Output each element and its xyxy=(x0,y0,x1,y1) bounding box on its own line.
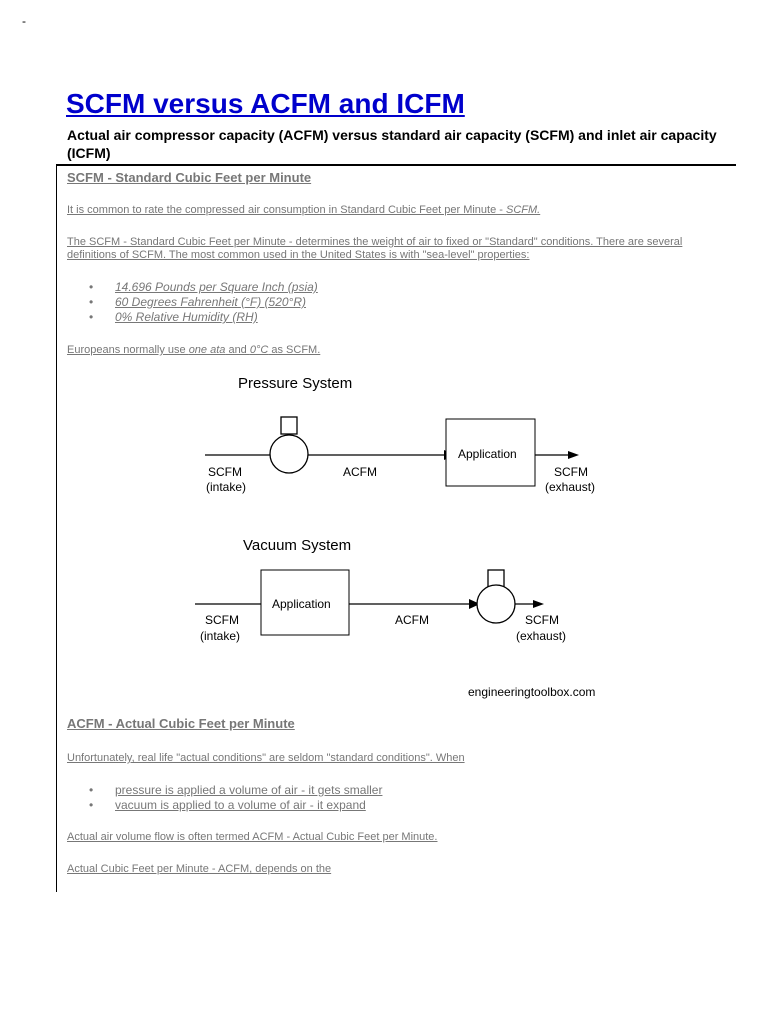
europe-scfm-paragraph[interactable]: Europeans normally use one ata and 0°C a… xyxy=(67,344,727,357)
content-left-border xyxy=(56,166,57,892)
pressure-system-diagram: Pressure System Application SCFM (intake… xyxy=(205,375,595,494)
pressure-system-title: Pressure System xyxy=(238,375,352,392)
vacuum-system-diagram: Vacuum System Application SCFM (intake) … xyxy=(195,537,566,643)
europe-text-2: and xyxy=(225,344,250,356)
scfm-section-heading[interactable]: SCFM - Standard Cubic Feet per Minute xyxy=(67,170,312,185)
scfm-label: SCFM xyxy=(208,465,242,479)
vacuum-system-title: Vacuum System xyxy=(243,537,351,554)
exhaust-arrowhead xyxy=(568,451,579,459)
scfm-label: SCFM xyxy=(554,465,588,479)
scfm-intro-text: It is common to rate the compressed air … xyxy=(67,204,506,216)
scfm-conditions-list: • 14.696 Pounds per Square Inch (psia) • 6… xyxy=(67,280,318,325)
list-item-text: pressure is applied a volume of air - it… xyxy=(115,783,383,797)
europe-text-3: as SCFM. xyxy=(268,344,321,356)
acfm-section-heading[interactable]: ACFM - Actual Cubic Feet per Minute xyxy=(67,716,295,731)
scfm-label: SCFM xyxy=(205,613,239,627)
intake-label: (intake) xyxy=(200,629,240,643)
list-item-text: 14.696 Pounds per Square Inch (psia) xyxy=(115,280,318,294)
intake-label: (intake) xyxy=(206,480,246,494)
list-item[interactable]: • 0% Relative Humidity (RH) xyxy=(67,310,318,325)
acfm-label: ACFM xyxy=(343,465,377,479)
scfm-definition-paragraph[interactable]: The SCFM - Standard Cubic Feet per Minut… xyxy=(67,236,683,261)
list-item-text: 0% Relative Humidity (RH) xyxy=(115,310,258,324)
acfm-label: ACFM xyxy=(395,613,429,627)
page-title[interactable]: SCFM versus ACFM and ICFM xyxy=(66,88,465,119)
bullet-icon: • xyxy=(89,783,94,797)
scfm-intro-emphasis: SCFM. xyxy=(505,204,541,216)
bullet-icon: • xyxy=(89,310,94,324)
bullet-icon: • xyxy=(89,798,94,812)
diagram-credit: engineeringtoolbox.com xyxy=(468,685,596,699)
acfm-conditions-list: • pressure is applied a volume of air - i… xyxy=(67,783,382,813)
application-box xyxy=(260,569,350,636)
bullet-icon: • xyxy=(89,280,94,294)
application-label: Application xyxy=(458,447,517,461)
list-item-text: vacuum is applied to a volume of air - i… xyxy=(115,798,366,812)
application-box xyxy=(445,418,536,487)
europe-emphasis-1: one ata xyxy=(188,344,226,356)
application-label: Application xyxy=(272,597,331,611)
europe-emphasis-2: 0°C xyxy=(249,344,269,356)
exhaust-arrowhead xyxy=(533,600,544,608)
flow-arrowhead xyxy=(469,599,480,609)
acfm-depends-paragraph[interactable]: Actual Cubic Feet per Minute - ACFM, dep… xyxy=(67,863,332,875)
scfm-label: SCFM xyxy=(525,613,559,627)
list-item[interactable]: • vacuum is applied to a volume of air - … xyxy=(67,798,382,813)
list-item-text: 60 Degrees Fahrenheit (°F) (520°R) xyxy=(115,295,307,309)
bullet-icon: • xyxy=(89,295,94,309)
exhaust-label: (exhaust) xyxy=(545,480,595,494)
list-item[interactable]: • 60 Degrees Fahrenheit (°F) (520°R) xyxy=(67,295,318,310)
acfm-intro-paragraph[interactable]: Unfortunately, real life "actual conditi… xyxy=(67,752,465,764)
compressor-symbol xyxy=(269,434,309,474)
list-item[interactable]: • 14.696 Pounds per Square Inch (psia) xyxy=(67,280,318,295)
europe-text-1: Europeans normally use xyxy=(67,344,189,356)
title-divider xyxy=(56,164,736,166)
corner-mark: - xyxy=(22,14,26,28)
vacuum-pump-symbol xyxy=(476,584,516,624)
compressor-head xyxy=(280,416,298,435)
page-subtitle: Actual air compressor capacity (ACFM) ve… xyxy=(67,127,717,161)
acfm-definition-paragraph[interactable]: Actual air volume flow is often termed A… xyxy=(67,831,438,843)
list-item[interactable]: • pressure is applied a volume of air - i… xyxy=(67,783,382,798)
scfm-intro-paragraph[interactable]: It is common to rate the compressed air … xyxy=(67,204,727,217)
exhaust-label: (exhaust) xyxy=(516,629,566,643)
